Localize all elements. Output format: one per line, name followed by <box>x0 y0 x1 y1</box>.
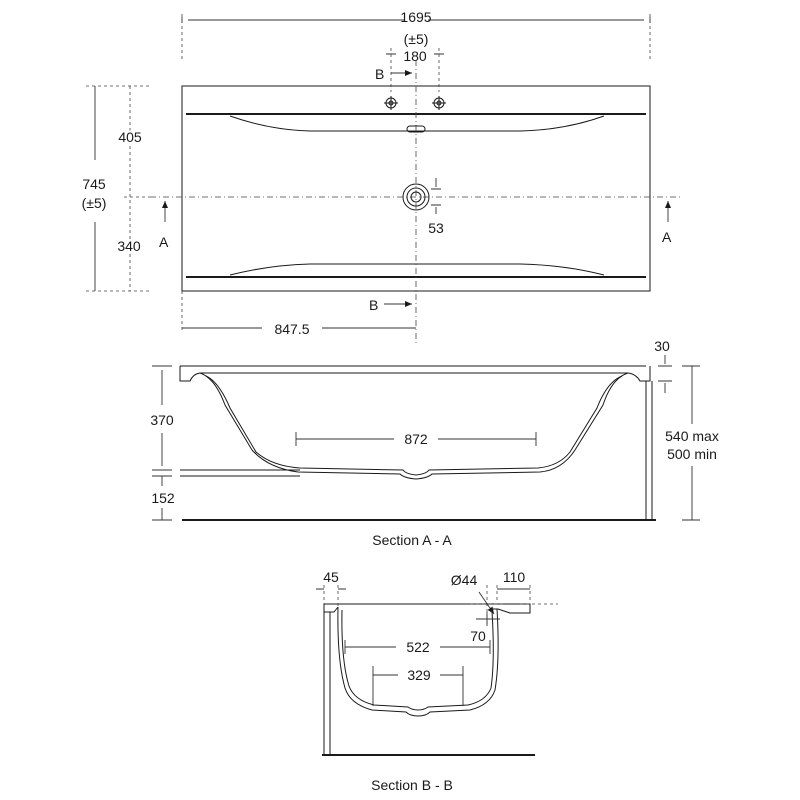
tap-hole-right <box>432 96 446 110</box>
section-aa-height-max: 540 max <box>665 428 719 444</box>
dimension-section-bb-tap-offset: 70 <box>470 612 500 644</box>
plan-view: 1695 (±5) 180 B 745 (±5) 405 340 <box>82 9 680 345</box>
dimension-section-aa-rim: 30 <box>654 338 672 393</box>
tap-spacing-value: 180 <box>403 48 427 64</box>
section-a-label-left: A <box>159 234 169 250</box>
lower-value: 340 <box>117 238 141 254</box>
section-aa-bowl-inner <box>205 375 623 476</box>
waste-outlet <box>402 183 430 211</box>
dimension-depth: 745 (±5) <box>82 85 150 292</box>
rim-curve-bottom <box>229 263 605 276</box>
section-aa-bowl-outer <box>199 372 629 480</box>
section-aa-leg-value: 152 <box>151 490 175 506</box>
dimension-upper-lower: 405 340 <box>115 86 150 291</box>
dimension-half-width: 847.5 <box>181 291 416 337</box>
section-bb-inner-value: 522 <box>406 639 430 655</box>
section-bb-rim <box>323 603 531 614</box>
dimension-section-bb-rim-right: 110 <box>496 569 531 600</box>
section-bb-tap-offset-value: 70 <box>470 628 486 644</box>
dimension-section-aa-leg: 152 <box>151 475 175 521</box>
section-aa-base-value: 872 <box>404 431 428 447</box>
section-bb-rim-left-value: 45 <box>323 569 339 585</box>
dimension-width: 1695 (±5) <box>181 9 651 60</box>
section-marker-b-bottom: B <box>369 297 412 313</box>
section-aa-height-min: 500 min <box>667 446 717 462</box>
tap-hole-left <box>384 96 398 110</box>
section-aa-view: 370 152 872 30 540 max 500 min Section A… <box>150 338 721 548</box>
dimension-section-aa-base: 872 <box>295 431 537 447</box>
dimension-section-aa-depth: 370 <box>150 365 174 471</box>
section-marker-a-left: A <box>159 201 169 250</box>
half-width-value: 847.5 <box>274 321 309 337</box>
section-aa-caption: Section A - A <box>372 532 452 548</box>
dimension-section-bb-base: 329 <box>372 666 464 706</box>
section-bb-leg <box>323 612 331 755</box>
section-marker-a-right: A <box>662 201 672 245</box>
section-aa-rim-value: 30 <box>654 338 670 354</box>
section-aa-rim <box>179 365 651 382</box>
section-b-label-bottom: B <box>369 297 378 313</box>
section-b-label-top: B <box>375 66 384 82</box>
section-bb-base-value: 329 <box>407 667 431 683</box>
section-marker-b-top: B <box>375 66 412 82</box>
waste-offset-value: 53 <box>428 220 444 236</box>
dimension-section-bb-inner: 522 <box>344 639 491 655</box>
dimension-section-bb-rim-left: 45 <box>316 569 346 607</box>
depth-tolerance: (±5) <box>82 195 107 211</box>
dimension-tap-spacing: 180 <box>386 48 444 92</box>
depth-value: 745 <box>82 176 106 192</box>
section-aa-leg <box>645 381 653 520</box>
section-bb-tap-hole-value: Ø44 <box>451 572 478 588</box>
section-bb-rim-right-value: 110 <box>503 569 526 585</box>
section-aa-depth-value: 370 <box>150 412 174 428</box>
rim-curve-top <box>229 115 605 132</box>
section-bb-bowl-inner <box>341 609 494 711</box>
dimension-section-bb-tap-hole: Ø44 <box>451 572 495 615</box>
overflow-slot <box>406 125 426 133</box>
section-bb-view: 45 Ø44 110 70 522 329 Section <box>316 569 558 793</box>
width-value: 1695 <box>400 9 431 25</box>
dimension-section-aa-height: 540 max 500 min <box>663 365 721 521</box>
width-tolerance: (±5) <box>404 31 429 47</box>
section-bb-caption: Section B - B <box>371 777 453 793</box>
section-a-label-right: A <box>662 229 672 245</box>
upper-value: 405 <box>118 129 142 145</box>
dimension-waste-offset: 53 <box>428 178 444 236</box>
section-bb-bowl-outer <box>337 606 499 717</box>
